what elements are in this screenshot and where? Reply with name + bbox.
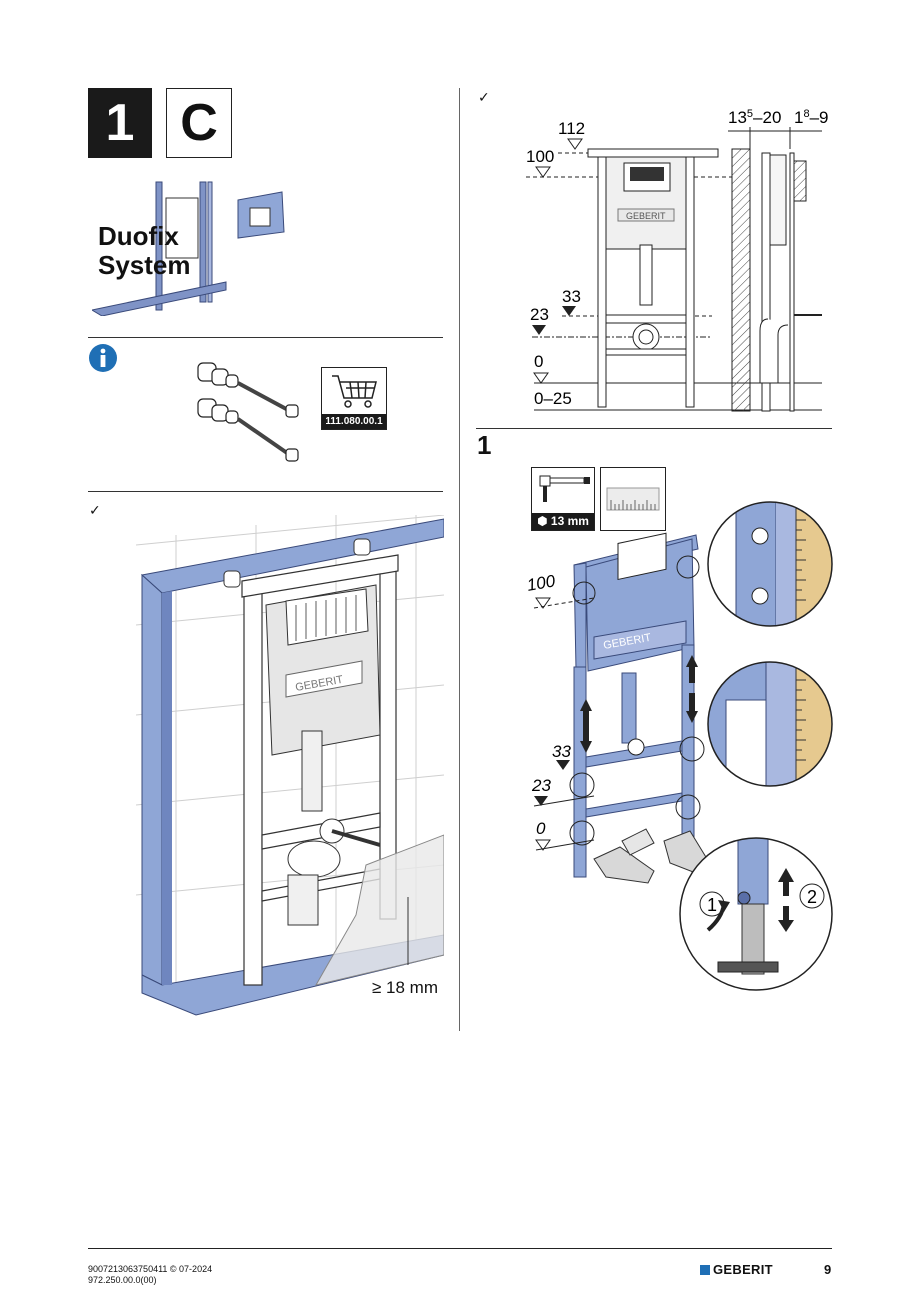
step-circle-1: 1 (707, 895, 717, 915)
height-setting-diagram: 112 100 33 23 0 0–25 GEBERIT 135–20 18–9 (526, 108, 829, 412)
diagram-brand-label: GEBERIT (626, 211, 666, 221)
measuring-tape-box (600, 467, 666, 531)
info-icon (89, 344, 117, 372)
zoom-detail-bottom: 1 2 (679, 837, 833, 991)
brand-name: GEBERIT (713, 1262, 773, 1277)
socket-wrench-icon (539, 475, 590, 502)
system-label-line1: Duofix (98, 221, 179, 251)
wrench-size-label: ⬢ 13 mm (532, 513, 594, 530)
dim-gap: 18–9 (794, 108, 829, 127)
rotate-arrow-icon (706, 900, 730, 932)
substep-dim-0: 0 (536, 819, 546, 838)
brand-square-icon (700, 1264, 710, 1275)
divider (88, 491, 443, 492)
dim-0-25: 0–25 (534, 389, 572, 408)
level-marker-icon (556, 760, 570, 770)
dim-23: 23 (530, 305, 549, 324)
check-icon: ✓ (478, 90, 490, 106)
wrench-size: 13 mm (550, 514, 589, 528)
substep-dim-33: 33 (552, 742, 571, 761)
scale-33: 33 (823, 680, 834, 692)
column-divider (459, 88, 460, 1031)
level-marker-icon (532, 325, 546, 335)
frame-installation-illustration: GEBERIT (136, 515, 444, 1016)
step-variant: C (180, 94, 218, 152)
check-icon: ✓ (89, 503, 101, 519)
substep-dim-23: 23 (531, 776, 551, 795)
zoom-detail-middle: 33 23 (707, 661, 834, 787)
dim-100: 100 (526, 147, 554, 166)
dim-wall-thickness: 135–20 (728, 108, 781, 127)
scale-112: 112 (823, 510, 834, 526)
step-number: 1 (105, 94, 135, 152)
doc-id-line1: 9007213063750411 © 07-2024 (88, 1264, 213, 1274)
frame-adjustment-illustration: GEBERIT (569, 532, 713, 884)
scale-23: 23 (823, 760, 834, 772)
doc-id-line2: 972.250.00.0(00) (88, 1275, 157, 1285)
substep-height-labels: 100 33 23 0 (528, 572, 595, 851)
level-marker-icon (535, 597, 551, 609)
step-variant-box: C (166, 88, 232, 158)
level-marker-icon (567, 138, 583, 150)
dim-0: 0 (534, 352, 543, 371)
level-marker-icon (534, 796, 548, 806)
shopping-cart-icon (332, 375, 377, 408)
page-number: 9 (824, 1262, 832, 1277)
step-circle-2: 2 (807, 887, 817, 907)
min-board-thickness-label: ≥ 18 mm (372, 978, 439, 997)
substep-number: 1 (477, 430, 492, 460)
dim-33: 33 (562, 287, 581, 306)
system-label: Duofix System (98, 222, 191, 280)
measuring-tape-icon (606, 487, 660, 511)
system-label-line2: System (98, 250, 191, 280)
order-info-box: 111.080.00.1 (321, 367, 387, 430)
cover-plate-icon (237, 191, 285, 239)
brand-logo: GEBERIT (700, 1262, 773, 1277)
divider (88, 337, 443, 338)
article-number: 111.080.00.1 (322, 414, 386, 429)
duofix-system-illustration (92, 181, 285, 316)
up-down-arrow-icon (778, 868, 794, 932)
level-marker-icon (535, 839, 551, 851)
wrench-tool-box: ⬢ 13 mm (531, 467, 595, 531)
dim-112: 112 (558, 119, 585, 138)
scale-100: 100 (823, 600, 834, 617)
footer-rule (88, 1248, 832, 1249)
level-marker-icon (533, 372, 549, 384)
level-marker-icon (535, 166, 551, 178)
hex-socket-icon: ⬢ (537, 514, 551, 528)
step-number-box: 1 (88, 88, 152, 158)
fixing-bolts-illustration (197, 362, 299, 462)
divider (476, 428, 832, 429)
substep-dim-100: 100 (528, 572, 557, 595)
level-marker-icon (562, 306, 576, 316)
zoom-detail-top: 112 100 (707, 501, 834, 627)
